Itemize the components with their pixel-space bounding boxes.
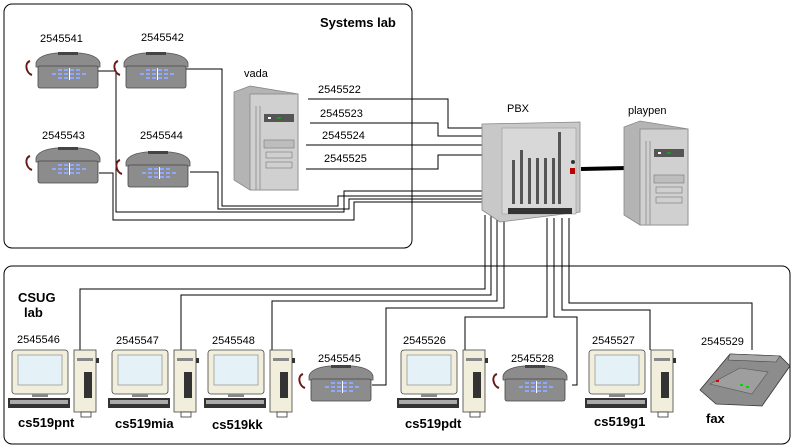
server-tower-icon: [233, 85, 299, 191]
workstation-number: 2545547: [116, 335, 159, 347]
wire-2545528: [553, 218, 578, 386]
wire-2545546: [79, 215, 486, 350]
line-label: 2545524: [322, 130, 365, 142]
phone-2545542: 2545542: [113, 32, 189, 89]
wire-2545545: [372, 215, 505, 386]
wire-2545543: [99, 172, 484, 221]
phone-2545541: 2545541: [25, 33, 101, 89]
server-label: playpen: [628, 105, 667, 117]
wire-2545525: [306, 154, 484, 170]
pbx: PBX: [481, 103, 581, 223]
phone-number-label: 2545544: [140, 130, 183, 142]
wire-2545529: [568, 218, 753, 350]
phone-number-label: 2545543: [42, 130, 85, 142]
workstation-cs519pnt: 2545546 cs519pnt: [7, 334, 100, 430]
systems-lab-region: [3, 3, 413, 249]
systems-lab-title: Systems lab: [320, 15, 396, 30]
workstation-hostname: cs519pnt: [18, 415, 75, 430]
phone-number-label: 2545542: [141, 32, 184, 44]
workstation-cs519g1: 2545527 cs519g1: [584, 335, 677, 429]
workstation-cs519kk: 2545548 cs519kk: [203, 335, 296, 432]
workstation-cs519pdt: 2545526 cs519pdt: [396, 335, 489, 431]
fax-machine: 2545529 fax: [699, 336, 791, 426]
wire-2545523: [310, 122, 484, 137]
phone-icon: [298, 364, 374, 402]
wiring: [79, 68, 753, 386]
phone-number-label: 2545545: [318, 353, 361, 365]
workstation-icon: [7, 349, 100, 418]
csug-lab-title-line1: CSUG: [18, 290, 56, 305]
workstation-number: 2545548: [212, 335, 255, 347]
workstation-number: 2545526: [403, 335, 446, 347]
workstation-hostname: cs519g1: [594, 414, 645, 429]
workstation-icon: [107, 349, 200, 418]
csug-lab-region: [3, 265, 791, 445]
workstation-hostname: cs519mia: [115, 416, 174, 431]
phone-2545545: 2545545: [298, 353, 374, 402]
phone-icon: [113, 51, 189, 89]
server-tower-icon: [623, 120, 689, 226]
fax-number: 2545529: [701, 336, 744, 348]
server-label: vada: [244, 68, 269, 80]
workstation-cs519mia: 2545547 cs519mia: [107, 335, 200, 431]
wire-2545526: [464, 218, 548, 350]
line-label: 2545522: [318, 84, 361, 96]
workstation-icon: [396, 349, 489, 418]
phone-icon: [25, 146, 101, 184]
fax-label: fax: [706, 411, 726, 426]
csug-lab-title-line2: lab: [24, 305, 43, 320]
line-label: 2545523: [320, 108, 363, 120]
line-label: 2545525: [324, 153, 367, 165]
wire-2545547: [180, 215, 492, 350]
wire-2545527: [561, 218, 651, 350]
phone-2545544: 2545544: [115, 130, 191, 188]
phone-icon: [115, 150, 191, 188]
workstation-hostname: cs519kk: [212, 417, 263, 432]
wire-2545541: [97, 70, 484, 213]
wire-2545542: [186, 68, 484, 207]
workstation-icon: [584, 349, 677, 418]
pbx-label: PBX: [507, 103, 530, 115]
wire-playpen: [580, 166, 628, 171]
server-vada: vada 2545522 2545523 2545524 2545525: [233, 68, 367, 191]
workstation-hostname: cs519pdt: [405, 416, 462, 431]
fax-icon: [699, 353, 791, 407]
phone-2545543: 2545543: [25, 130, 101, 184]
phone-icon: [25, 51, 101, 89]
server-playpen: playpen: [623, 105, 689, 226]
wire-2545548: [271, 215, 498, 350]
wire-2545544: [190, 171, 484, 210]
phone-number-label: 2545528: [511, 353, 554, 365]
workstation-icon: [203, 349, 296, 418]
wire-2545522: [308, 98, 484, 129]
workstation-number: 2545546: [17, 334, 60, 346]
phone-number-label: 2545541: [40, 33, 83, 45]
workstation-number: 2545527: [592, 335, 635, 347]
phone-icon: [492, 364, 568, 402]
phone-2545528: 2545528: [492, 353, 568, 402]
